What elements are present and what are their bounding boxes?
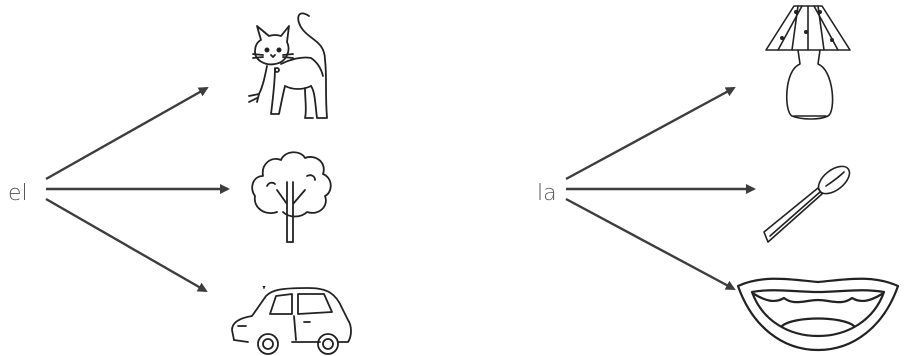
arrow-la-lamp: [566, 88, 734, 179]
spoon-icon: [760, 160, 856, 248]
lamp-icon: [762, 2, 856, 122]
tree-icon: [247, 146, 335, 246]
arrow-el-cat: [46, 88, 207, 179]
car-icon: [228, 286, 356, 356]
mouth-icon: [734, 270, 902, 354]
arrow-la-mouth: [566, 199, 734, 289]
arrow-el-car: [46, 199, 206, 291]
cat-icon: [245, 6, 345, 124]
